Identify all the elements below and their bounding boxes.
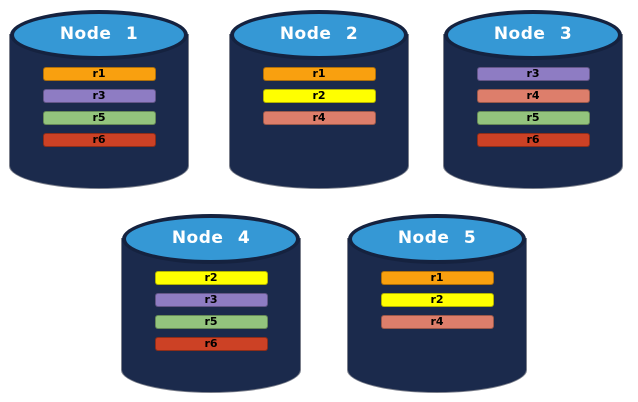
replica-bar-r4: r4: [262, 111, 376, 125]
replica-bar-r5: r5: [154, 315, 268, 329]
replica-bar-r1: r1: [380, 271, 494, 285]
replica-bar-r2: r2: [380, 293, 494, 307]
replica-bar-r6: r6: [476, 133, 590, 147]
node-title: Node 4: [171, 228, 251, 248]
replica-list: r2 r3 r5 r6: [122, 271, 300, 351]
replica-bar-r4: r4: [380, 315, 494, 329]
replica-bar-r1: r1: [42, 67, 156, 81]
cylinder-top-ellipse: Node 4: [122, 214, 300, 264]
replica-bar-r3: r3: [42, 89, 156, 103]
replica-bar-r3: r3: [476, 67, 590, 81]
replica-bar-r6: r6: [154, 337, 268, 351]
node-title: Node 3: [493, 24, 573, 44]
node-1-cylinder: Node 1 r1 r3 r5 r6: [10, 10, 188, 188]
node-5-cylinder: Node 5 r1 r2 r4: [348, 214, 526, 392]
replica-list: r1 r2 r4: [348, 271, 526, 329]
cylinder-top-ellipse: Node 3: [444, 10, 622, 60]
replica-bar-r2: r2: [262, 89, 376, 103]
replica-bar-r5: r5: [42, 111, 156, 125]
replica-bar-r5: r5: [476, 111, 590, 125]
replica-bar-r3: r3: [154, 293, 268, 307]
replica-bar-r2: r2: [154, 271, 268, 285]
replica-list: r1 r3 r5 r6: [10, 67, 188, 147]
cylinder-top-ellipse: Node 1: [10, 10, 188, 60]
node-title: Node 2: [279, 24, 359, 44]
replica-list: r1 r2 r4: [230, 67, 408, 125]
replica-bar-r1: r1: [262, 67, 376, 81]
cylinder-top-ellipse: Node 5: [348, 214, 526, 264]
replica-list: r3 r4 r5 r6: [444, 67, 622, 147]
cylinder-top-ellipse: Node 2: [230, 10, 408, 60]
node-title: Node 1: [59, 24, 139, 44]
node-4-cylinder: Node 4 r2 r3 r5 r6: [122, 214, 300, 392]
node-title: Node 5: [397, 228, 477, 248]
replica-bar-r6: r6: [42, 133, 156, 147]
node-3-cylinder: Node 3 r3 r4 r5 r6: [444, 10, 622, 188]
replica-bar-r4: r4: [476, 89, 590, 103]
node-2-cylinder: Node 2 r1 r2 r4: [230, 10, 408, 188]
